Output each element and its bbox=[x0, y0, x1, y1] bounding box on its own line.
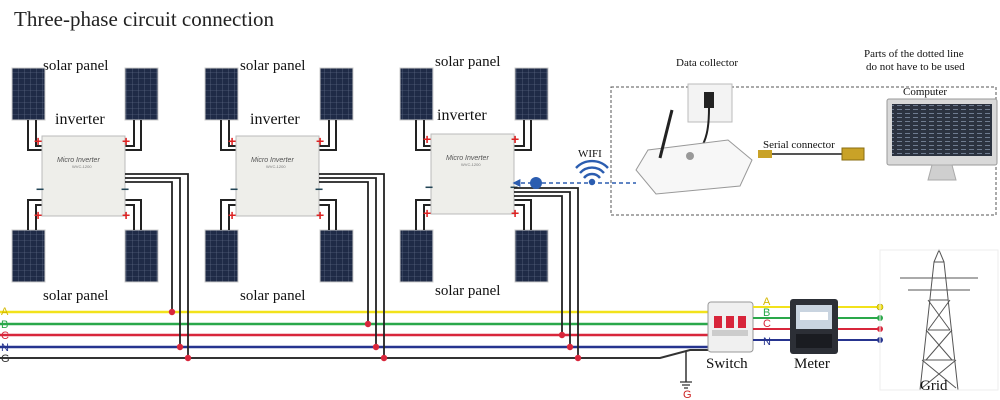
plus-sign: + bbox=[511, 131, 519, 147]
serial-plug-left bbox=[758, 150, 772, 158]
grid-label: Grid bbox=[920, 378, 948, 394]
switch-label: Switch bbox=[706, 356, 748, 372]
wifi-label: WIFI bbox=[578, 148, 602, 160]
solar-panel bbox=[319, 67, 354, 121]
plus-sign: + bbox=[316, 133, 324, 149]
inverter-group-3: solar panel solar panel inverter Micro I… bbox=[399, 54, 549, 299]
solar-panel bbox=[124, 229, 159, 283]
inverter-face-label: Micro Inverter bbox=[57, 157, 100, 164]
inverter-label: inverter bbox=[437, 107, 487, 124]
minus-sign: − bbox=[510, 179, 518, 195]
optional-monitoring-box bbox=[610, 86, 997, 216]
data-collector-label: Data collector bbox=[676, 57, 738, 69]
minus-sign: − bbox=[315, 181, 323, 197]
inverter-group-2: solar panel solar panel inverter Micro I… bbox=[204, 58, 354, 304]
solar-panel bbox=[399, 67, 434, 121]
meter-line-label-b: B bbox=[763, 307, 770, 319]
micro-inverter bbox=[430, 133, 515, 215]
solar-panel bbox=[204, 229, 239, 283]
solar-panel bbox=[204, 67, 239, 121]
micro-inverter bbox=[235, 135, 320, 217]
plus-sign: + bbox=[122, 133, 130, 149]
plus-sign: + bbox=[34, 207, 42, 223]
plus-sign: + bbox=[316, 207, 324, 223]
line-label-n: N bbox=[1, 342, 9, 354]
line-label-c: C bbox=[1, 330, 9, 342]
plus-sign: + bbox=[34, 133, 42, 149]
plug bbox=[704, 92, 714, 108]
wifi-icon bbox=[575, 159, 609, 186]
inverter-model: WVC-1200 bbox=[461, 162, 481, 167]
meter-line-label-n: N bbox=[763, 336, 771, 348]
meter-line-label-c: C bbox=[763, 318, 771, 330]
bus-lines bbox=[0, 310, 708, 389]
meter bbox=[790, 299, 838, 354]
solar-panel-label: solar panel bbox=[43, 58, 108, 74]
solar-panel bbox=[399, 229, 434, 283]
wifi-node bbox=[530, 177, 542, 189]
switch bbox=[707, 301, 754, 353]
meter-label: Meter bbox=[794, 356, 830, 372]
solar-panel bbox=[124, 67, 159, 121]
line-label-b: B bbox=[1, 319, 8, 331]
diagram-title: Three-phase circuit connection bbox=[14, 7, 275, 31]
minus-sign: − bbox=[230, 181, 238, 197]
computer-label: Computer bbox=[903, 86, 947, 98]
minus-sign: − bbox=[121, 181, 129, 197]
solar-panel bbox=[514, 229, 549, 283]
note-line-1: Parts of the dotted line bbox=[864, 48, 964, 60]
micro-inverter bbox=[41, 135, 126, 217]
inverter-model: WVC-1200 bbox=[266, 164, 286, 169]
solar-panel-label: solar panel bbox=[43, 288, 108, 304]
minus-sign: − bbox=[425, 179, 433, 195]
solar-panel-label: solar panel bbox=[435, 54, 500, 70]
junction-nodes bbox=[168, 308, 582, 362]
inverter-model: WVC-1200 bbox=[72, 164, 92, 169]
solar-panel-label: solar panel bbox=[240, 288, 305, 304]
inverter-face-label: Micro Inverter bbox=[446, 155, 489, 162]
plus-sign: + bbox=[228, 207, 236, 223]
serial-plug-right bbox=[841, 147, 865, 161]
grid-tower bbox=[900, 248, 978, 391]
grid-frame bbox=[879, 249, 999, 391]
inverter-face-label: Micro Inverter bbox=[251, 157, 294, 164]
plus-sign: + bbox=[122, 207, 130, 223]
data-collector bbox=[635, 139, 753, 195]
solar-panel-label: solar panel bbox=[435, 283, 500, 299]
plus-sign: + bbox=[511, 205, 519, 221]
plus-sign: + bbox=[423, 131, 431, 147]
solar-panel bbox=[11, 67, 46, 121]
solar-panel-label: solar panel bbox=[240, 58, 305, 74]
solar-panel bbox=[11, 229, 46, 283]
line-label-a: A bbox=[1, 306, 9, 318]
minus-sign: − bbox=[36, 181, 44, 197]
plus-sign: + bbox=[423, 205, 431, 221]
antenna bbox=[658, 109, 674, 159]
ground-label: G bbox=[683, 389, 692, 400]
inverter-group-1: solar panel solar panel inverter Micro I… bbox=[11, 58, 159, 304]
computer-screen bbox=[892, 104, 992, 156]
line-label-g: G bbox=[1, 353, 10, 365]
solar-panel bbox=[514, 67, 549, 121]
meter-line-label-a: A bbox=[763, 296, 771, 308]
solar-panel bbox=[319, 229, 354, 283]
inverter-label: inverter bbox=[55, 111, 105, 128]
serial-connector-label: Serial connector bbox=[763, 139, 835, 151]
note-line-2: do not have to be used bbox=[866, 61, 965, 73]
inverter-label: inverter bbox=[250, 111, 300, 128]
plus-sign: + bbox=[228, 133, 236, 149]
